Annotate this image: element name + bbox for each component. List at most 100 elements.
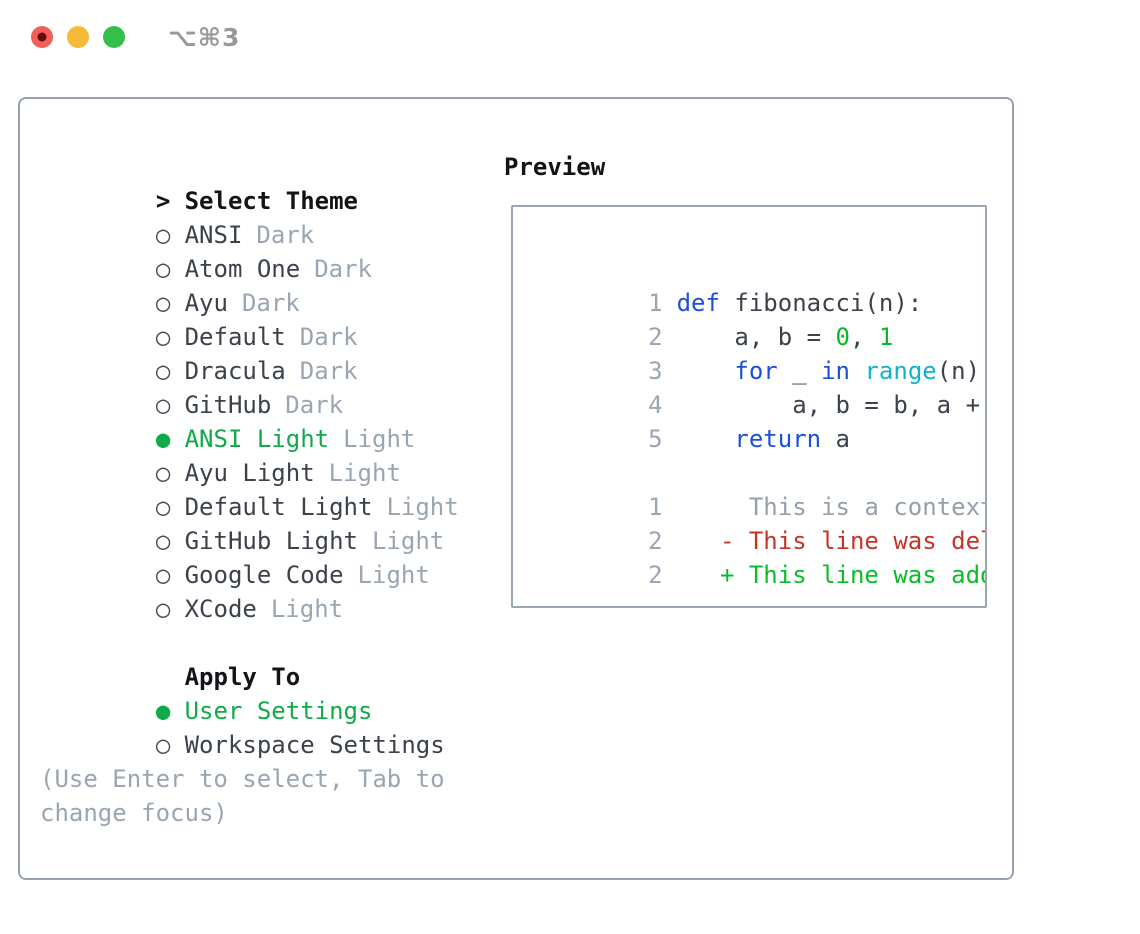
window-controls <box>31 26 125 48</box>
theme-option-ayu-light[interactable]: ○ Ayu Light Light <box>40 422 459 487</box>
theme-name: Default <box>184 323 286 351</box>
code-token: in <box>821 357 851 385</box>
code-token: for <box>734 357 778 385</box>
theme-variant: Dark <box>299 323 358 351</box>
theme-name: GitHub <box>184 391 272 419</box>
radio-icon: ○ <box>155 323 171 351</box>
diff-added-line: 2 + This line was added. <box>532 524 985 589</box>
theme-variant: Light <box>270 595 344 623</box>
theme-name: Default Light <box>184 493 373 521</box>
diff-context-line: 1 This is a context line. <box>532 456 985 521</box>
theme-option-dracula-dark[interactable]: ○ Dracula Dark <box>40 320 459 385</box>
theme-variant: Dark <box>299 357 358 385</box>
theme-variant: Light <box>371 527 445 555</box>
code-token <box>677 357 735 385</box>
radio-icon: ○ <box>155 289 171 317</box>
apply-to-title: Apply To <box>184 663 301 691</box>
line-number: 5 <box>648 425 663 453</box>
radio-icon: ○ <box>155 357 171 385</box>
theme-variant: Light <box>328 459 401 487</box>
code-line-5: 5 return a <box>532 388 985 453</box>
code-token: range <box>864 357 937 385</box>
line-number: 2 <box>648 561 663 589</box>
theme-variant: Light <box>357 561 430 589</box>
code-line-4: 4 a, b = b, a + b <box>532 354 985 419</box>
zoom-button-icon[interactable] <box>103 26 125 48</box>
theme-name: Ayu Light <box>184 459 315 487</box>
theme-name: Atom One <box>184 255 301 283</box>
code-token: def <box>676 289 720 317</box>
theme-variant: Light <box>343 425 416 453</box>
radio-icon: ○ <box>155 391 171 419</box>
radio-icon: ○ <box>155 527 171 555</box>
theme-option-ansi-dark[interactable]: ○ ANSI Dark <box>40 184 459 249</box>
apply-option-label: Workspace Settings <box>184 731 445 759</box>
theme-variant: Dark <box>285 391 344 419</box>
code-token: 0 <box>835 323 850 351</box>
theme-variant: Dark <box>256 221 315 249</box>
diff-added-text: + This line was added. <box>719 561 985 589</box>
line-number: 4 <box>648 391 663 419</box>
minimize-button-icon[interactable] <box>67 26 89 48</box>
select-theme-header: > Select Theme <box>40 150 459 215</box>
code-line-3: 3 for _ in range(n): <box>532 320 985 385</box>
radio-icon: ○ <box>155 731 171 759</box>
apply-to-header: Apply To <box>40 626 459 691</box>
radio-icon: ○ <box>155 595 171 623</box>
code-token: a, b = b, a + b <box>676 391 987 419</box>
theme-name: GitHub Light <box>184 527 358 555</box>
line-number: 1 <box>648 493 663 521</box>
code-token <box>677 425 735 453</box>
code-token: a, b = <box>676 323 836 351</box>
code-token: fibonacci(n): <box>719 289 923 317</box>
code-token <box>850 357 864 385</box>
help-hint-line1: (Use Enter to select, Tab to <box>40 765 445 793</box>
line-number: 2 <box>648 323 663 351</box>
theme-option-default-dark[interactable]: ○ Default Dark <box>40 286 459 351</box>
cursor-marker: > <box>155 187 171 215</box>
code-line-2: 2 a, b = 0, 1 <box>532 286 985 351</box>
theme-option-google-code[interactable]: ○ Google Code Light <box>40 524 459 589</box>
code-token: _ <box>777 357 822 385</box>
theme-variant: Light <box>386 493 459 521</box>
theme-name: ANSI <box>184 221 243 249</box>
code-token: (n): <box>936 357 985 385</box>
apply-option-workspace-settings[interactable]: ○ Workspace Settings <box>40 694 459 759</box>
theme-variant: Dark <box>314 255 372 283</box>
theme-option-default-light[interactable]: ○ Default Light Light <box>40 456 459 521</box>
select-theme-title: Select Theme <box>184 187 358 215</box>
radio-icon: ○ <box>155 255 171 283</box>
radio-selected-icon: ● <box>155 697 171 725</box>
diff-context-text: This is a context line. <box>748 493 987 521</box>
code-token: , <box>850 323 879 351</box>
diff-deleted-text: - This line was deleted. <box>719 527 985 555</box>
code-token: return <box>734 425 822 453</box>
radio-icon: ○ <box>155 561 171 589</box>
code-token: a <box>821 425 850 453</box>
diff-deleted-line: 2 - This line was deleted. <box>532 490 985 555</box>
theme-name: Dracula <box>184 357 286 385</box>
radio-icon: ○ <box>155 493 171 521</box>
apply-option-user-settings[interactable]: ● User Settings <box>40 660 459 725</box>
theme-option-atom-one-dark[interactable]: ○ Atom One Dark <box>40 218 459 283</box>
close-dot-icon <box>37 32 47 42</box>
theme-option-github-light[interactable]: ○ GitHub Light Light <box>40 490 459 555</box>
theme-option-github-dark[interactable]: ○ GitHub Dark <box>40 354 459 419</box>
line-number: 3 <box>648 357 663 385</box>
theme-name: ANSI Light <box>184 425 330 453</box>
radio-icon: ○ <box>155 221 171 249</box>
theme-name: Google Code <box>184 561 344 589</box>
radio-icon: ○ <box>155 459 171 487</box>
apply-option-label: User Settings <box>184 697 373 725</box>
theme-variant: Dark <box>241 289 300 317</box>
code-token: 1 <box>878 323 894 351</box>
close-button-icon[interactable] <box>31 26 53 48</box>
